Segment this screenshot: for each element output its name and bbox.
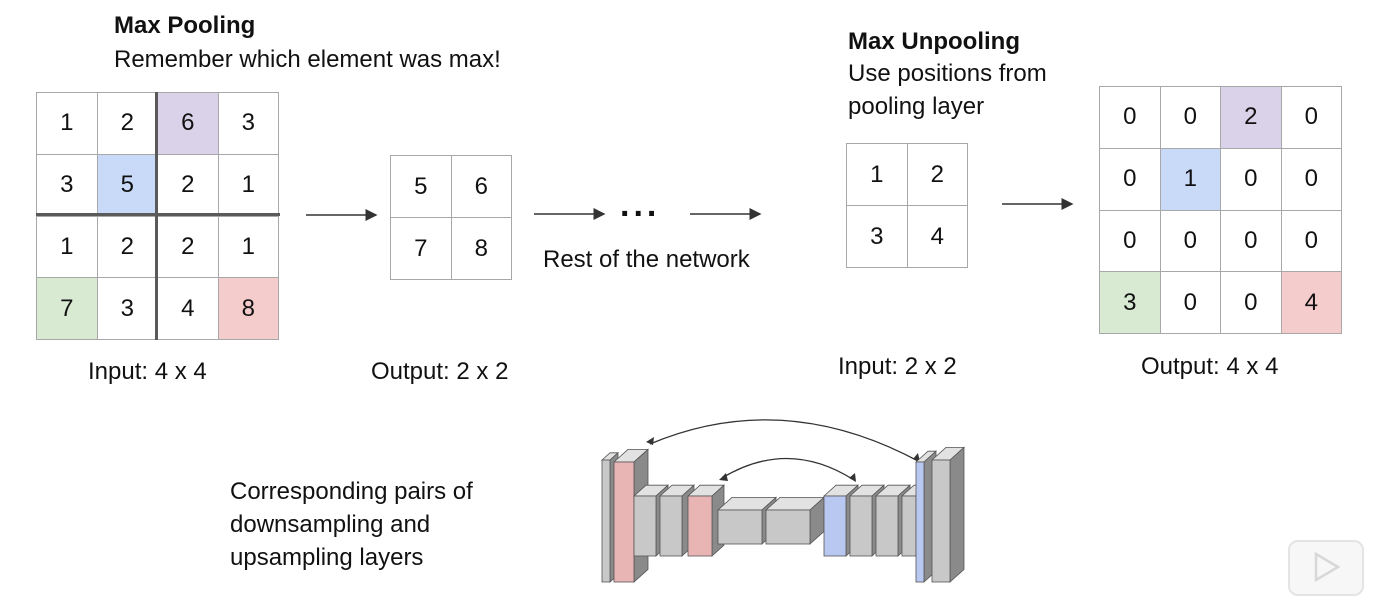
- skip-arc-outer: [649, 419, 921, 463]
- pooling-input-label: Input: 4 x 4: [88, 358, 207, 385]
- unpooling-output-cell: 0: [1159, 86, 1221, 149]
- pooling-output-label: Output: 2 x 2: [371, 358, 509, 385]
- encoder-decoder-diagram: [600, 419, 966, 583]
- unpooling-output-cell: 0: [1159, 209, 1221, 273]
- pooling-divider-horizontal: [36, 213, 280, 216]
- layer-slab: [930, 446, 966, 583]
- unpooling-output-label: Output: 4 x 4: [1141, 353, 1279, 380]
- corresponding-pairs-line-1: Corresponding pairs of: [230, 478, 473, 505]
- layer-slab: [764, 496, 826, 545]
- unpooling-output-cell: 0: [1280, 147, 1342, 211]
- max-unpooling-title: Max Unpooling: [848, 28, 1020, 55]
- corresponding-pairs-line-3: upsampling layers: [230, 544, 424, 571]
- unpooling-input-label: Input: 2 x 2: [838, 353, 957, 380]
- unpooling-output-cell: 0: [1099, 86, 1161, 149]
- pooling-output-cell: 6: [450, 155, 512, 218]
- pooling-input-cell: 7: [36, 277, 98, 340]
- max-pooling-subtitle: Remember which element was max!: [114, 46, 501, 73]
- unpooling-output-cell: 0: [1220, 271, 1282, 334]
- pooling-input-cell: 8: [217, 277, 279, 340]
- network-ellipsis: ...: [620, 186, 661, 224]
- pooling-output-cell: 8: [450, 217, 512, 280]
- max-pooling-title: Max Pooling: [114, 12, 256, 39]
- unpooling-output-cell: 0: [1220, 209, 1282, 273]
- pooling-divider-vertical: [155, 92, 158, 340]
- pooling-output-cell: 5: [390, 155, 452, 218]
- unpooling-output-cell: 3: [1099, 271, 1161, 334]
- unpooling-input-cell: 4: [906, 205, 968, 268]
- unpooling-input-cell: 2: [906, 143, 968, 206]
- unpooling-output-cell: 0: [1220, 147, 1282, 211]
- unpooling-output-cell: 4: [1280, 271, 1342, 334]
- unpooling-output-cell: 1: [1159, 147, 1221, 211]
- unpooling-output-cell: 0: [1280, 209, 1342, 273]
- unpooling-output-cell: 0: [1099, 147, 1161, 211]
- corresponding-pairs-line-2: downsampling and: [230, 511, 431, 538]
- network-label: Rest of the network: [543, 246, 750, 273]
- unpooling-input-cell: 3: [846, 205, 908, 268]
- skip-arc-inner: [721, 457, 855, 481]
- unpooling-output-cell: 0: [1280, 86, 1342, 149]
- max-unpooling-subtitle-2: pooling layer: [848, 93, 985, 120]
- unpooling-output-cell: 0: [1159, 271, 1221, 334]
- unpooling-input-cell: 1: [846, 143, 908, 206]
- unpooling-output-cell: 0: [1099, 209, 1161, 273]
- pooling-input-cell: 6: [157, 92, 219, 155]
- max-unpooling-subtitle-1: Use positions from: [848, 60, 1047, 87]
- play-icon[interactable]: [1288, 540, 1364, 596]
- pooling-output-cell: 7: [390, 217, 452, 280]
- unpooling-output-cell: 2: [1220, 86, 1282, 149]
